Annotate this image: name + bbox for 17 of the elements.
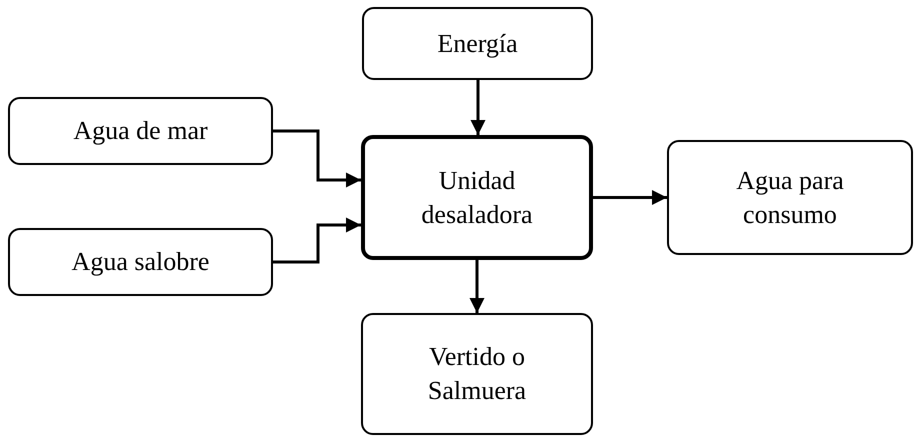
arrow — [273, 218, 361, 264]
process-box — [362, 7, 593, 80]
arrow — [593, 190, 667, 205]
box-label: Unidad desaladora — [420, 164, 534, 230]
process-box — [8, 228, 273, 296]
box-label: Agua para consumo — [735, 164, 845, 230]
arrow — [470, 80, 486, 135]
process-box — [361, 135, 593, 260]
process-box — [8, 97, 273, 165]
process-box — [361, 313, 593, 435]
box-label: Vertido o Salmuera — [426, 341, 528, 407]
box-label: Energía — [437, 28, 518, 60]
arrow — [470, 260, 484, 313]
box-label: Agua de mar — [73, 115, 208, 147]
box-label: Agua salobre — [72, 246, 210, 278]
process-box — [667, 140, 913, 255]
arrow — [273, 130, 361, 188]
